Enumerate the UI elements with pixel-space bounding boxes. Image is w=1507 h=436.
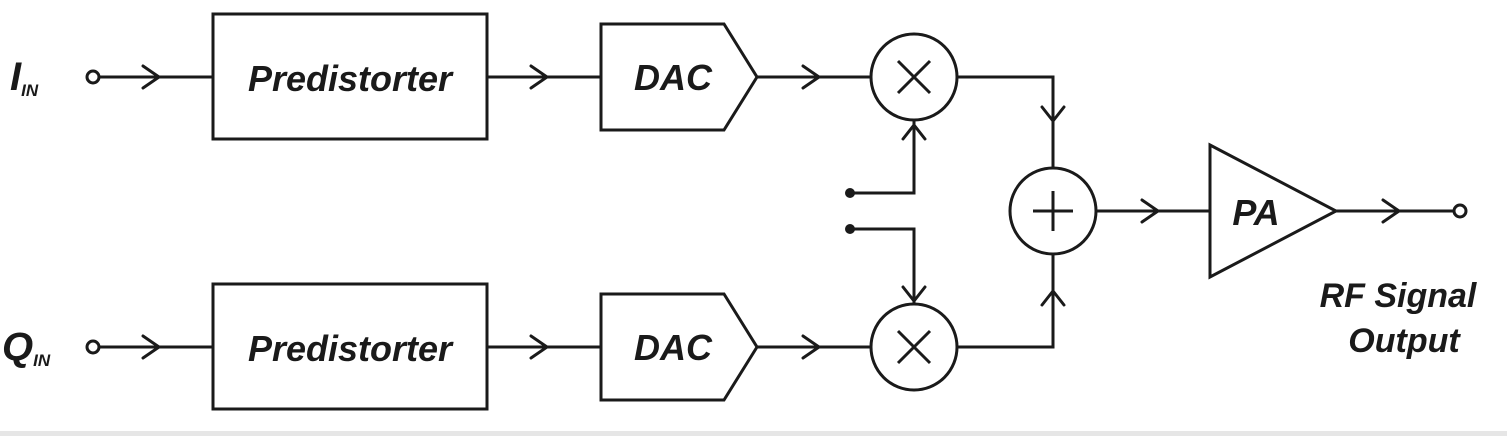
i-input-port — [85, 69, 101, 85]
predistorter-top-block — [211, 12, 489, 141]
i-input-arrow-icon — [141, 64, 161, 90]
q-input-label: QIN — [2, 325, 51, 370]
mixer-top-to-summer-wire — [957, 75, 1055, 168]
dac-mixer-top-arrow-icon — [801, 64, 821, 90]
predist-dac-bottom-arrow-icon — [529, 334, 549, 360]
summer-pa-arrow-icon — [1140, 198, 1160, 224]
predistorter-bottom-block — [211, 282, 489, 411]
predistorter-bottom-label: Predistorter — [248, 328, 454, 369]
summer-bottom-arrow-icon — [1040, 289, 1066, 307]
mixer-bottom-to-summer-wire — [957, 254, 1055, 349]
bottom-divider — [0, 431, 1507, 436]
pa-label: PA — [1232, 192, 1279, 233]
dac-top-label: DAC — [634, 57, 713, 98]
dac-top-block — [599, 22, 759, 132]
pa-output-arrow-icon — [1381, 198, 1401, 224]
pa-amplifier-icon — [1208, 142, 1340, 280]
lo-bottom-wire — [850, 227, 916, 305]
mixer-bottom-cross-b — [896, 329, 932, 365]
rf-output-label-line1: RF Signal — [1320, 277, 1478, 315]
lo-top-arrow-icon — [901, 123, 927, 141]
predist-dac-top-arrow-icon — [529, 64, 549, 90]
i-input-label: IIN — [10, 55, 39, 100]
dac-bottom-block — [599, 292, 759, 402]
mixer-top-cross-b — [896, 59, 932, 95]
rf-output-label-line2: Output — [1348, 322, 1461, 360]
dac-bottom-label: DAC — [634, 327, 713, 368]
rf-output-port — [1452, 203, 1468, 219]
q-input-arrow-icon — [141, 334, 161, 360]
dac-mixer-bottom-arrow-icon — [801, 334, 821, 360]
summer-top-arrow-icon — [1040, 105, 1066, 123]
q-input-port — [85, 339, 101, 355]
predistorter-top-label: Predistorter — [248, 58, 454, 99]
lo-bottom-arrow-icon — [901, 285, 927, 303]
lo-top-wire — [850, 120, 916, 195]
